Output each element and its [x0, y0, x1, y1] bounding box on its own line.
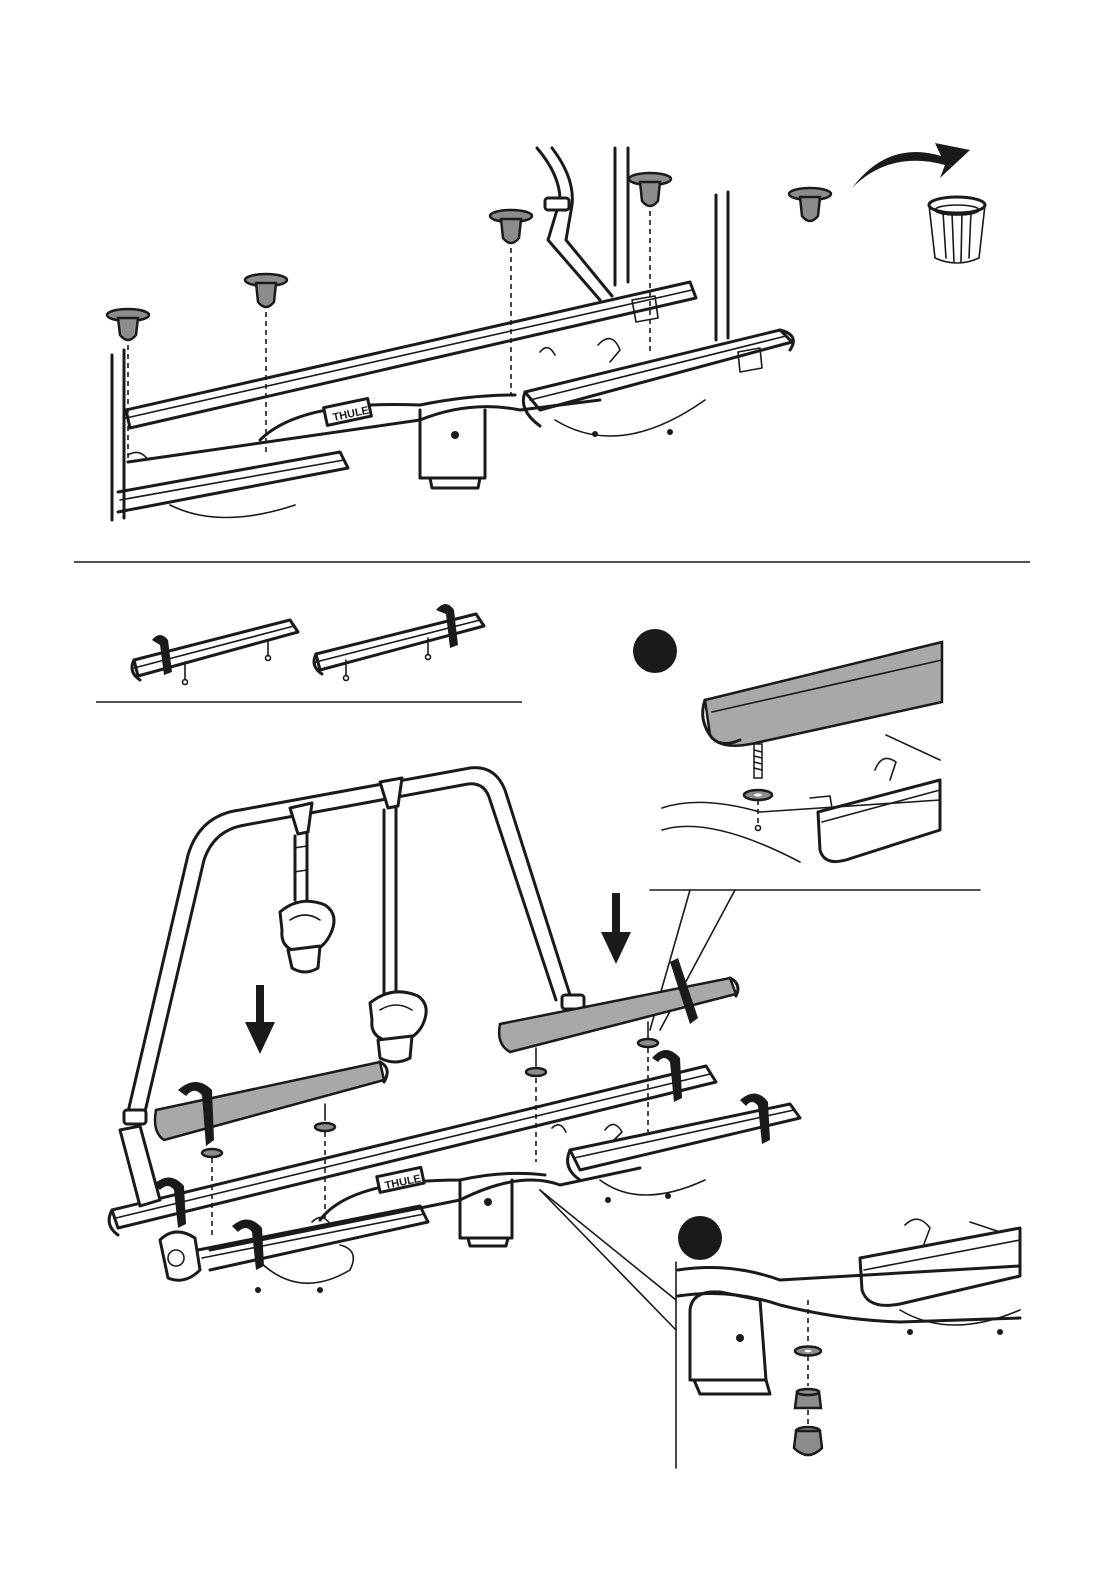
down-arrow-icon: [245, 985, 275, 1054]
frame-holder-arm-2: [370, 778, 426, 1062]
step-badge-2: [678, 1216, 722, 1260]
end-cap-4: [629, 173, 671, 355]
end-cap-3: [490, 210, 532, 395]
step-badge-1: [633, 629, 677, 673]
recycle-bin-icon: [929, 197, 985, 263]
end-cap-5: [789, 188, 831, 221]
rail-option-1: [132, 620, 298, 685]
end-cap-2: [245, 274, 287, 455]
carrier-frame-top: THULE: [112, 148, 793, 520]
rail-options-row: [96, 604, 522, 702]
new-rail-right: [499, 958, 738, 1162]
step-remove-caps-panel: THULE: [107, 143, 985, 520]
detail-view-bracket-nut: [676, 1216, 1020, 1468]
detail-view-rail-bolt: [633, 629, 980, 1030]
rail-option-2: [314, 604, 484, 681]
down-arrow-icon: [601, 893, 631, 964]
curved-arrow-icon: [852, 143, 970, 188]
frame-holder-arm-1: [280, 803, 334, 972]
